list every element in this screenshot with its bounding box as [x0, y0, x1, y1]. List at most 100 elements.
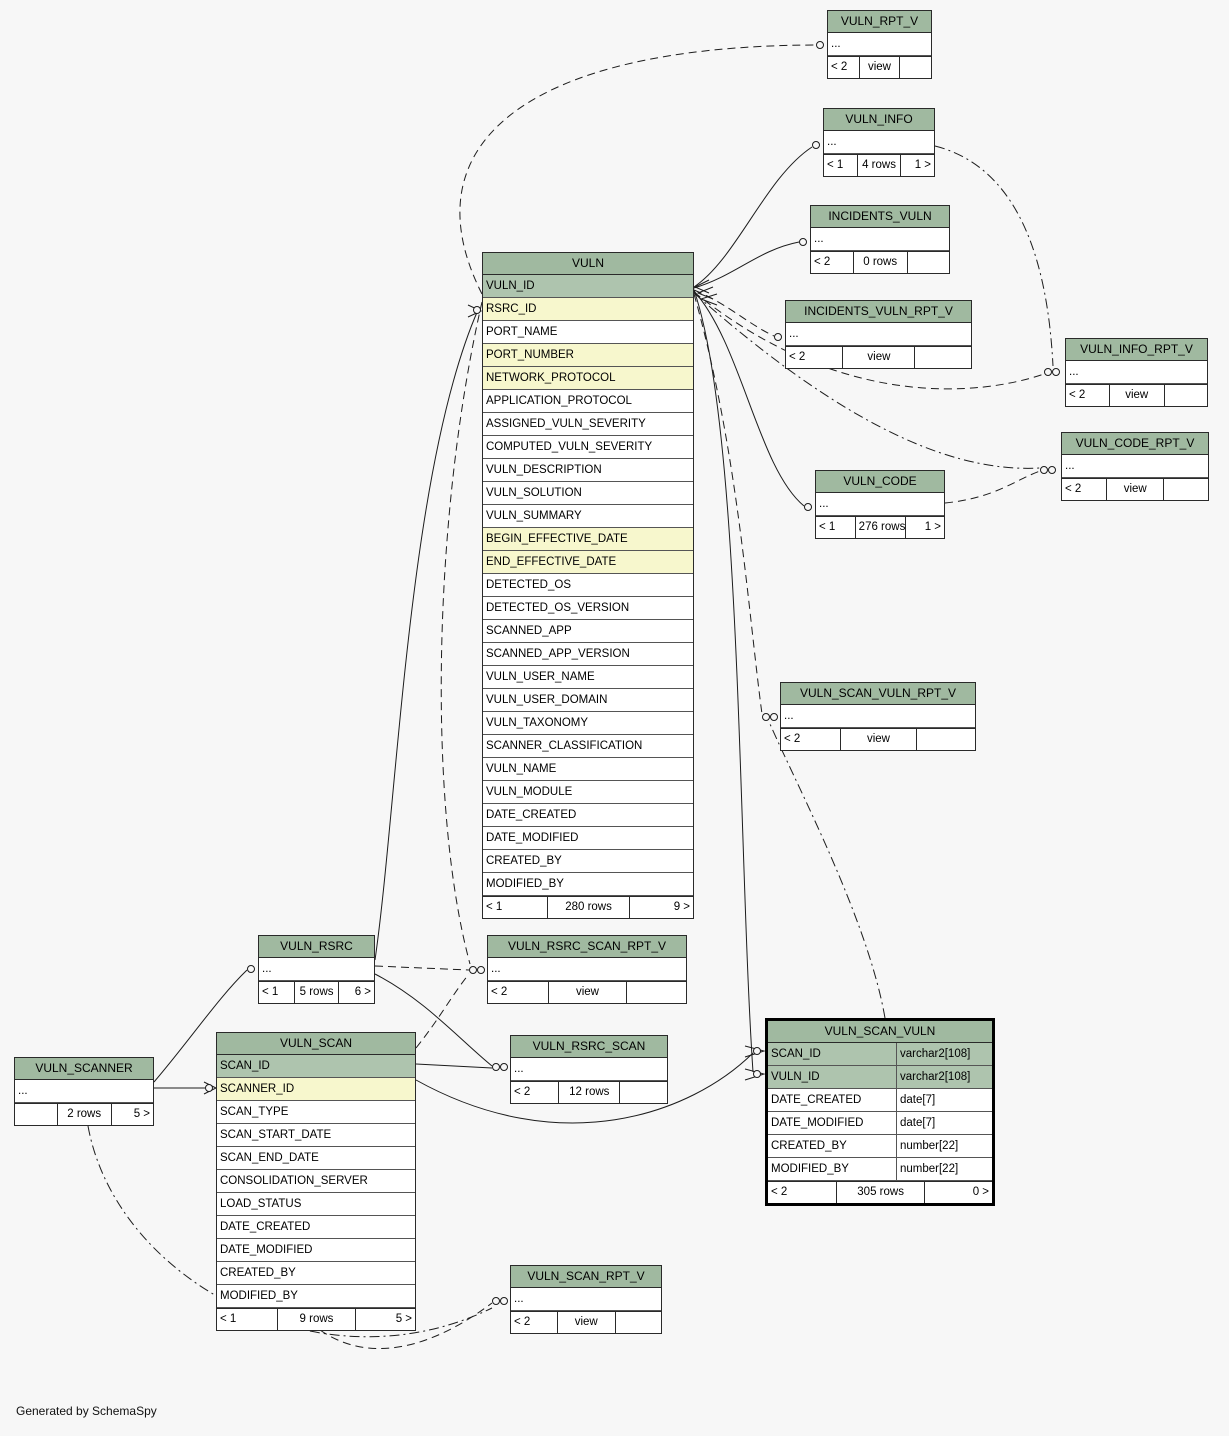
relationship-edge-vuln-to-vuln_scan_vuln_rpt_v — [693, 293, 763, 715]
column-name: VULN_MODULE — [486, 786, 573, 798]
column-load_status: LOAD_STATUS — [217, 1193, 415, 1216]
column-name: SCAN_START_DATE — [220, 1129, 332, 1141]
column-name: RSRC_ID — [486, 303, 537, 315]
column-scan_end_date: SCAN_END_DATE — [217, 1147, 415, 1170]
table-title[interactable]: VULN_SCANNER — [15, 1058, 153, 1080]
column-created_by: CREATED_BY — [483, 850, 693, 873]
table-title[interactable]: INCIDENTS_VULN — [811, 206, 949, 228]
column-date_modified: DATE_MODIFIED — [217, 1239, 415, 1262]
column-name: ... — [262, 963, 272, 975]
footer-right — [620, 1082, 667, 1103]
column-application_protocol: APPLICATION_PROTOCOL — [483, 390, 693, 413]
footer-mid: 12 rows — [559, 1082, 621, 1103]
table-title[interactable]: VULN_SCAN_RPT_V — [511, 1266, 661, 1288]
table-title[interactable]: VULN_SCAN_VULN_RPT_V — [781, 683, 975, 705]
column-scan_start_date: SCAN_START_DATE — [217, 1124, 415, 1147]
footer-left: < 1 — [483, 897, 549, 918]
footer-left: < 2 — [511, 1312, 558, 1333]
table-title[interactable]: VULN_SCAN_VULN — [768, 1021, 992, 1043]
table-title[interactable]: VULN_SCAN — [217, 1033, 415, 1055]
footer-left: < 1 — [259, 982, 295, 1003]
column-name: SCAN_TYPE — [220, 1106, 289, 1118]
footer-mid: 305 rows — [837, 1182, 925, 1203]
crowfoot-icon — [744, 1068, 766, 1081]
footer-mid: view — [1107, 479, 1165, 500]
footer-left: < 2 — [1062, 479, 1108, 500]
column-name: PORT_NUMBER — [486, 349, 574, 361]
column-name: DATE_MODIFIED — [220, 1244, 313, 1256]
cardinality-circle-icon — [473, 306, 481, 314]
footer-left: < 2 — [781, 729, 842, 750]
footer-left: < 2 — [811, 252, 854, 273]
table-title[interactable]: VULN_RSRC_SCAN_RPT_V — [488, 936, 686, 958]
table-title[interactable]: INCIDENTS_VULN_RPT_V — [786, 301, 971, 323]
column-name: DATE_MODIFIED — [771, 1117, 864, 1129]
column-ellipsis: ... — [15, 1080, 153, 1103]
cardinality-circle-icon — [804, 503, 812, 511]
footer-right — [908, 252, 949, 273]
table-title[interactable]: VULN_RSRC_SCAN — [511, 1036, 667, 1058]
column-name: LOAD_STATUS — [220, 1198, 302, 1210]
table-title[interactable]: VULN_CODE — [816, 471, 944, 493]
column-name: ... — [819, 498, 829, 510]
relationship-edge-vuln.vuln_id-to-vuln_info — [693, 146, 813, 288]
footer-left: < 2 — [488, 982, 550, 1003]
column-vuln_summary: VULN_SUMMARY — [483, 505, 693, 528]
table-title[interactable]: VULN_RSRC — [259, 936, 374, 958]
column-consolidation_server: CONSOLIDATION_SERVER — [217, 1170, 415, 1193]
footer-right — [1165, 385, 1207, 406]
column-ellipsis: ... — [811, 228, 949, 251]
table-title[interactable]: VULN_CODE_RPT_V — [1062, 433, 1208, 455]
column-rsrc_id: RSRC_ID — [483, 298, 693, 321]
table-title[interactable]: VULN_INFO_RPT_V — [1066, 339, 1207, 361]
table-title[interactable]: VULN_RPT_V — [828, 11, 931, 33]
column-name: MODIFIED_BY — [220, 1290, 298, 1302]
column-date_modified: DATE_MODIFIED — [483, 827, 693, 850]
column-type: varchar2[108] — [896, 1066, 992, 1088]
column-ellipsis: ... — [488, 958, 686, 981]
footer-left: < 2 — [828, 57, 860, 78]
footer-right — [917, 729, 975, 750]
column-vuln_user_domain: VULN_USER_DOMAIN — [483, 689, 693, 712]
column-assigned_vuln_severity: ASSIGNED_VULN_SEVERITY — [483, 413, 693, 436]
footer-right: 1 > — [914, 159, 931, 171]
column-ellipsis: ... — [511, 1288, 661, 1311]
relationship-edge-vuln_scan-to-vuln_rsrc_scan_rpt_v — [415, 973, 470, 1049]
column-name: ASSIGNED_VULN_SEVERITY — [486, 418, 646, 430]
column-name: ... — [18, 1085, 28, 1097]
column-ellipsis: ... — [781, 705, 975, 728]
footer-right: 6 > — [354, 986, 371, 998]
column-name: SCAN_ID — [220, 1060, 270, 1072]
table-title[interactable]: VULN — [483, 253, 693, 275]
column-name: ... — [491, 963, 501, 975]
table-title[interactable]: VULN_INFO — [824, 109, 934, 131]
cardinality-circle-icon — [816, 41, 824, 49]
cardinality-circle-icon — [492, 1063, 500, 1071]
